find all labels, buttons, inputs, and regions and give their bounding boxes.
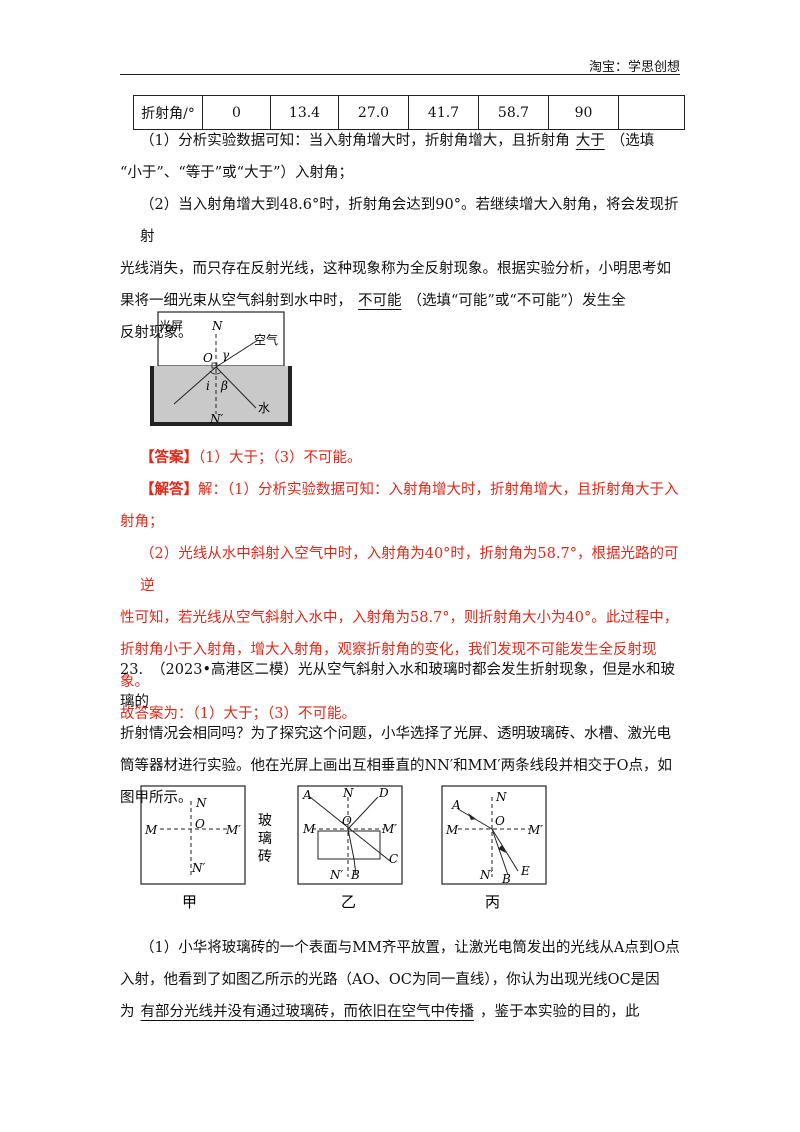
- svg-text:M: M: [144, 823, 158, 837]
- svg-text:空气: 空气: [254, 332, 278, 347]
- table-cell: 90: [548, 95, 619, 130]
- question-23: 23.（2023•高港区二模）光从空气斜射入水和玻璃时都会发生折射现象，但是水和…: [120, 662, 676, 806]
- question-22-2: （2）当入射角增大到48.6°时，折射角会达到90°。若继续增大入射角，将会发现…: [120, 197, 679, 341]
- svg-text:玻: 玻: [258, 813, 272, 829]
- svg-text:D: D: [378, 786, 389, 800]
- svg-text:水: 水: [258, 401, 270, 415]
- panel-bing: A N M O M′ N′ B E 丙: [441, 785, 547, 911]
- answer-blank: 有部分光线并没有通过玻璃砖，而依旧在空气中传播: [140, 1004, 475, 1020]
- answer-label: 【答案】: [140, 449, 198, 466]
- svg-text:C: C: [389, 852, 398, 866]
- svg-text:O: O: [342, 814, 352, 828]
- svg-text:M′: M′: [225, 823, 241, 837]
- svg-text:O: O: [203, 351, 213, 365]
- table-cell: 41.7: [408, 95, 479, 130]
- svg-text:N: N: [495, 790, 507, 804]
- caption-yi: 乙: [341, 893, 356, 911]
- svg-text:砖: 砖: [258, 849, 272, 865]
- answer-blank: 不可能: [358, 293, 402, 309]
- svg-text:γ: γ: [222, 348, 230, 362]
- svg-text:M′: M′: [527, 823, 543, 837]
- table-cell: 0: [202, 95, 271, 130]
- svg-text:B: B: [501, 872, 511, 886]
- caption-jia: 甲: [182, 893, 197, 911]
- table-cell: 27.0: [338, 95, 409, 130]
- question-22-1: （1）分析实验数据可知：当入射角增大时，折射角增大，且折射角大于（选填 “小于”…: [120, 133, 655, 181]
- table-row-label: 折射角/°: [133, 95, 203, 130]
- svg-text:O: O: [495, 814, 505, 828]
- svg-text:A: A: [451, 798, 461, 812]
- data-table: 折射角/° 0 13.4 27.0 41.7 58.7 90: [133, 95, 685, 130]
- solution-section: 【解答】解：（1）分析实验数据可知：入射角增大时，折射角增大，且折射角大于入 射…: [120, 481, 679, 722]
- answer-section: 【答案】（1）大于；（3）不可能。: [140, 449, 362, 466]
- label-screen: 光屏: [159, 319, 183, 333]
- svg-text:璃: 璃: [258, 830, 272, 847]
- table-cell: 58.7: [478, 95, 549, 130]
- svg-text:M: M: [302, 822, 316, 836]
- svg-text:N′: N′: [329, 868, 344, 882]
- svg-text:β: β: [220, 379, 228, 393]
- header-text: 淘宝：学思创想: [588, 60, 680, 75]
- table-row: 折射角/° 0 13.4 27.0 41.7 58.7 90: [133, 95, 685, 130]
- svg-text:A: A: [302, 788, 312, 802]
- svg-text:O: O: [195, 817, 205, 831]
- refraction-figure: 光屏 N 空气 O γ i β 水 N′: [150, 311, 292, 426]
- svg-text:N′: N′: [191, 861, 206, 875]
- page-header: 淘宝：学思创想: [120, 56, 680, 75]
- svg-text:N′: N′: [479, 868, 494, 882]
- svg-text:i: i: [206, 379, 210, 393]
- svg-text:M′: M′: [381, 822, 397, 836]
- svg-text:N′: N′: [209, 412, 224, 426]
- svg-text:N: N: [195, 796, 207, 810]
- svg-text:N: N: [342, 786, 354, 800]
- panel-jia: N M O M′ N′ 甲: [140, 785, 246, 911]
- answer-blank: 大于: [575, 133, 605, 149]
- panel-yi: 玻 璃 砖 A N D M O M′ C N′ B 乙: [258, 785, 403, 911]
- question-number: 23.: [120, 662, 144, 678]
- table-cell: [618, 95, 685, 130]
- svg-text:M: M: [445, 823, 459, 837]
- svg-text:B: B: [350, 868, 360, 882]
- question-23-1: （1）小华将玻璃砖的一个表面与MM齐平放置，让激光电筒发出的光线从A点到O点 入…: [120, 940, 680, 1020]
- experiment-figures: N M O M′ N′ 甲 玻 璃 砖 A N D M O M′ C N′ B …: [140, 785, 547, 911]
- svg-text:E: E: [520, 864, 530, 878]
- svg-text:N: N: [211, 319, 223, 333]
- solution-label: 【解答】: [140, 481, 198, 498]
- caption-bing: 丙: [485, 893, 500, 911]
